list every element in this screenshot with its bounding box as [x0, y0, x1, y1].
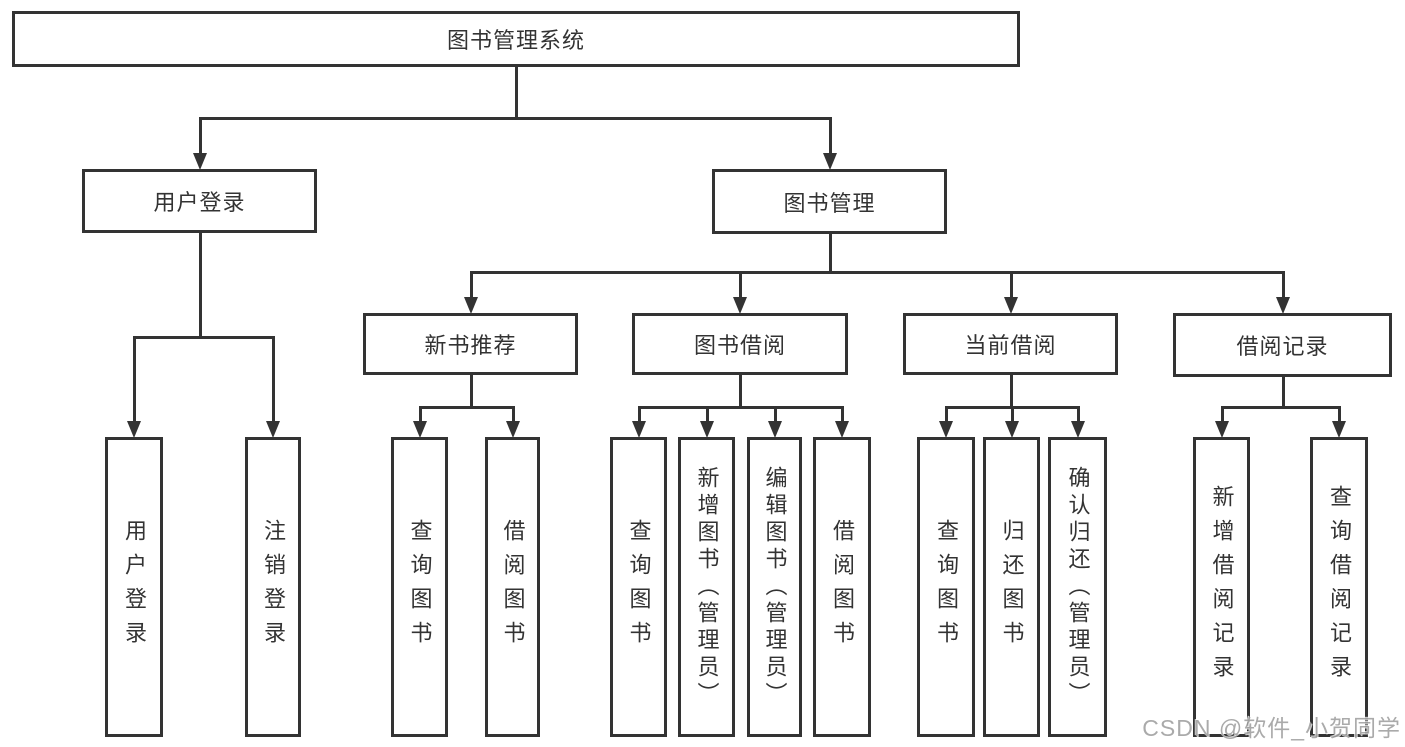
- connector-line: [199, 117, 832, 120]
- node-bb-query-books: 查询图书: [610, 437, 667, 737]
- node-nb-query-books: 查询图书: [391, 437, 448, 737]
- node-label: 新增借阅记录: [1209, 485, 1235, 689]
- node-br-add-record: 新增借阅记录: [1193, 437, 1250, 737]
- arrow-down-icon: [823, 153, 837, 170]
- connector-line: [419, 406, 422, 424]
- connector-line: [1010, 375, 1013, 409]
- node-label: 归还图书: [999, 519, 1025, 655]
- node-cb-confirm: 确认归还（管理员）: [1048, 437, 1107, 737]
- connector-line: [199, 233, 202, 339]
- node-label: 编辑图书（管理员）: [762, 465, 788, 709]
- arrow-down-icon: [127, 421, 141, 438]
- connector-line: [419, 406, 515, 409]
- connector-line: [1282, 271, 1285, 300]
- node-label: 图书借阅: [693, 333, 786, 358]
- node-bb-add-books: 新增图书（管理员）: [678, 437, 735, 737]
- node-cb-query-books: 查询图书: [917, 437, 975, 737]
- arrow-down-icon: [1071, 421, 1085, 438]
- connector-line: [512, 406, 515, 424]
- connector-line: [638, 406, 641, 424]
- connector-line: [199, 117, 202, 156]
- node-label: 图书管理系统: [446, 28, 585, 53]
- connector-line: [829, 234, 832, 274]
- node-label: 借阅图书: [830, 519, 855, 655]
- connector-line: [133, 336, 275, 339]
- connector-line: [1221, 406, 1224, 424]
- node-label: 新增图书（管理员）: [694, 465, 720, 709]
- node-br-query-record: 查询借阅记录: [1310, 437, 1368, 737]
- connector-line: [1221, 406, 1341, 409]
- node-user-login: 用户登录: [82, 169, 317, 233]
- connector-line: [706, 406, 709, 424]
- node-new-book-rec: 新书推荐: [363, 313, 578, 375]
- node-label: 图书管理: [783, 190, 876, 216]
- connector-line: [1011, 406, 1014, 424]
- connector-line: [515, 67, 518, 120]
- node-label: 确认归还（管理员）: [1065, 465, 1091, 709]
- arrow-down-icon: [1332, 421, 1346, 438]
- node-label: 新书推荐: [424, 333, 517, 358]
- arrow-down-icon: [1004, 297, 1018, 314]
- connector-line: [774, 406, 777, 424]
- node-label: 查询借阅记录: [1327, 485, 1352, 689]
- node-label: 借阅图书: [500, 519, 526, 655]
- arrow-down-icon: [506, 421, 520, 438]
- node-label: 查询图书: [407, 519, 433, 655]
- node-label: 查询图书: [626, 519, 652, 655]
- arrow-down-icon: [700, 421, 714, 438]
- node-label: 用户登录: [122, 519, 147, 655]
- arrow-down-icon: [835, 421, 849, 438]
- connector-line: [1010, 271, 1013, 300]
- node-bb-borrow-books: 借阅图书: [813, 437, 871, 737]
- node-nb-borrow-books: 借阅图书: [485, 437, 540, 737]
- node-v-logout: 注销登录: [245, 437, 301, 737]
- node-book-borrow: 图书借阅: [632, 313, 848, 375]
- node-bb-edit-books: 编辑图书（管理员）: [747, 437, 802, 737]
- connector-line: [272, 336, 275, 424]
- node-book-mgmt: 图书管理: [712, 169, 947, 234]
- node-cb-return-books: 归还图书: [983, 437, 1040, 737]
- node-current-borrow: 当前借阅: [903, 313, 1118, 375]
- connector-line: [470, 271, 1285, 274]
- arrow-down-icon: [1005, 421, 1019, 438]
- node-v-user-login: 用户登录: [105, 437, 163, 737]
- connector-line: [841, 406, 844, 424]
- connector-line: [1282, 377, 1285, 409]
- arrow-down-icon: [939, 421, 953, 438]
- csdn-watermark: CSDN @软件_小贺同学: [1142, 715, 1401, 741]
- node-borrow-records: 借阅记录: [1173, 313, 1392, 377]
- arrow-down-icon: [193, 153, 207, 170]
- connector-line: [133, 336, 136, 424]
- node-label: 借阅记录: [1236, 334, 1329, 359]
- connector-line: [638, 406, 844, 409]
- node-label: 查询图书: [934, 519, 959, 655]
- arrow-down-icon: [1215, 421, 1229, 438]
- connector-line: [945, 406, 948, 424]
- arrow-down-icon: [464, 297, 478, 314]
- node-label: 用户登录: [153, 190, 246, 215]
- arrow-down-icon: [1276, 297, 1290, 314]
- connector-line: [739, 375, 742, 409]
- arrow-down-icon: [768, 421, 782, 438]
- arrow-down-icon: [413, 421, 427, 438]
- connector-line: [470, 375, 473, 409]
- node-root: 图书管理系统: [12, 11, 1020, 67]
- node-label: 注销登录: [261, 519, 286, 655]
- connector-line: [739, 271, 742, 300]
- connector-line: [829, 117, 832, 156]
- node-label: 当前借阅: [964, 333, 1057, 358]
- connector-line: [1077, 406, 1080, 424]
- connector-line: [1338, 406, 1341, 424]
- arrow-down-icon: [266, 421, 280, 438]
- connector-line: [470, 271, 473, 300]
- arrow-down-icon: [733, 297, 747, 314]
- arrow-down-icon: [632, 421, 646, 438]
